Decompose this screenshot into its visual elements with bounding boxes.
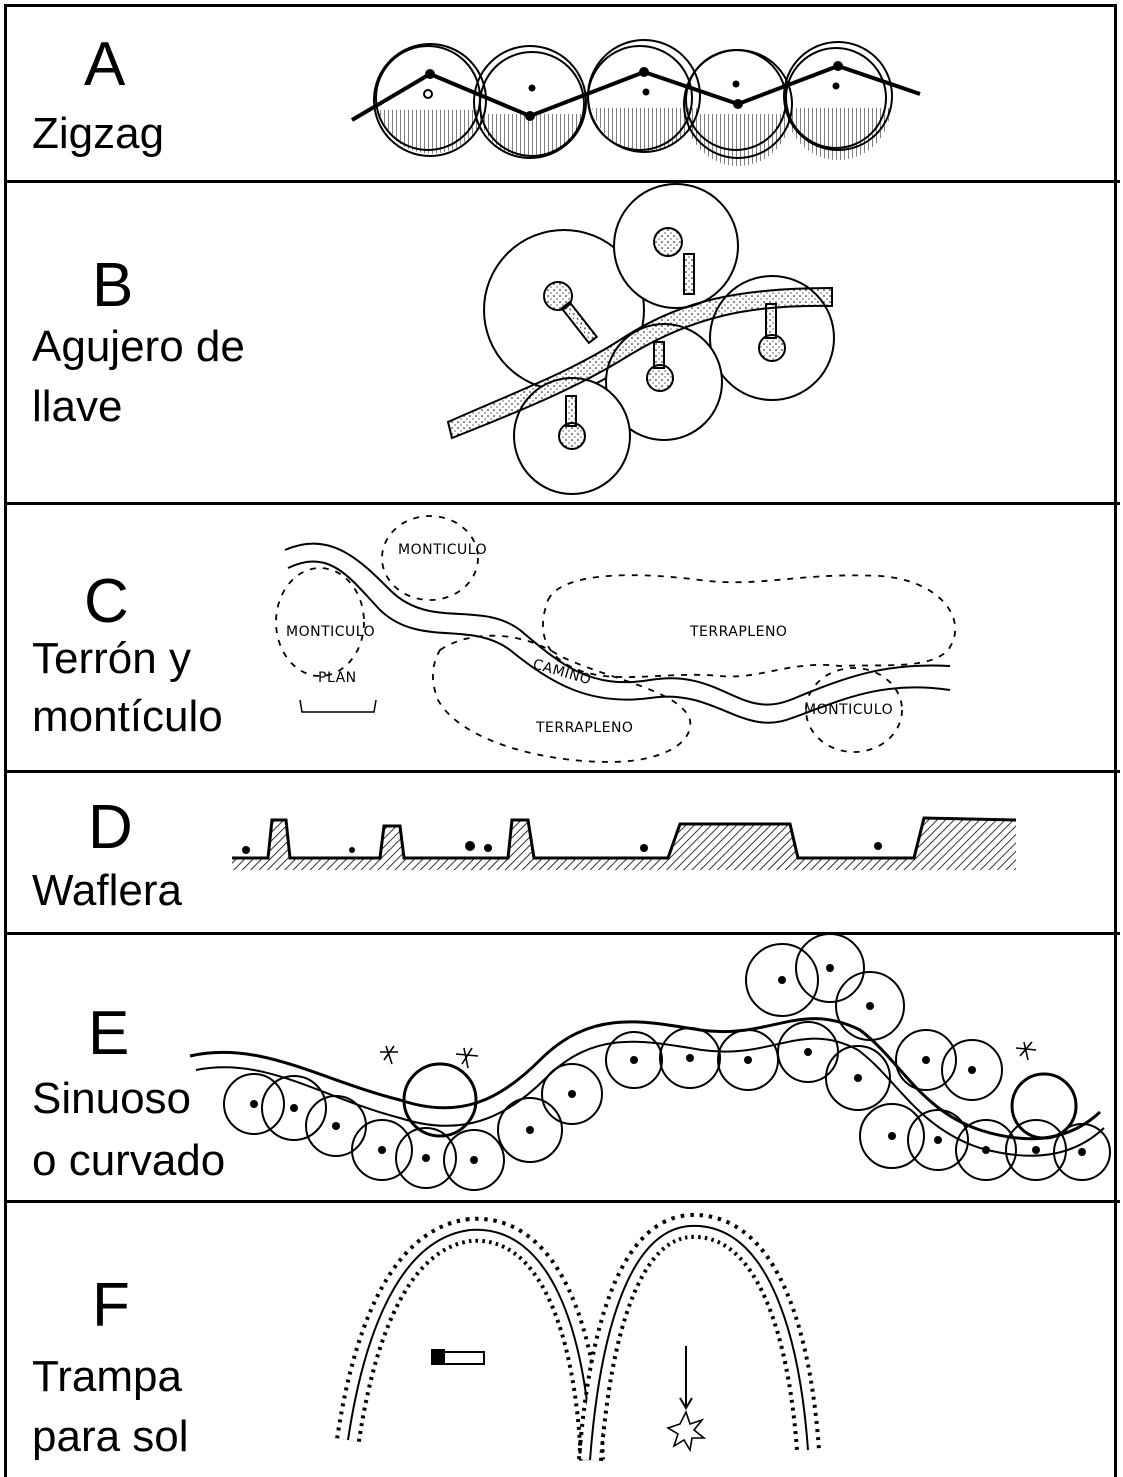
sinuous-sketch <box>190 934 1110 1190</box>
terrace-label-top: TERRAPLENO <box>689 624 787 640</box>
mound-sketch: MONTICULO MONTICULO TERRAPLENO TERRAPLEN… <box>276 516 955 762</box>
terrace-label-bottom: TERRAPLENO <box>535 720 633 736</box>
plan-label: PLAN <box>318 670 357 686</box>
mound-label-right: MONTICULO <box>804 702 893 718</box>
keyhole-sketch <box>448 184 834 494</box>
sun-trap-sketch <box>348 1226 808 1460</box>
zigzag-sketch <box>352 40 920 166</box>
waffle-sketch <box>232 818 1016 870</box>
mound-label-left: MONTICULO <box>286 624 375 640</box>
mound-label-top: MONTICULO <box>398 542 487 558</box>
